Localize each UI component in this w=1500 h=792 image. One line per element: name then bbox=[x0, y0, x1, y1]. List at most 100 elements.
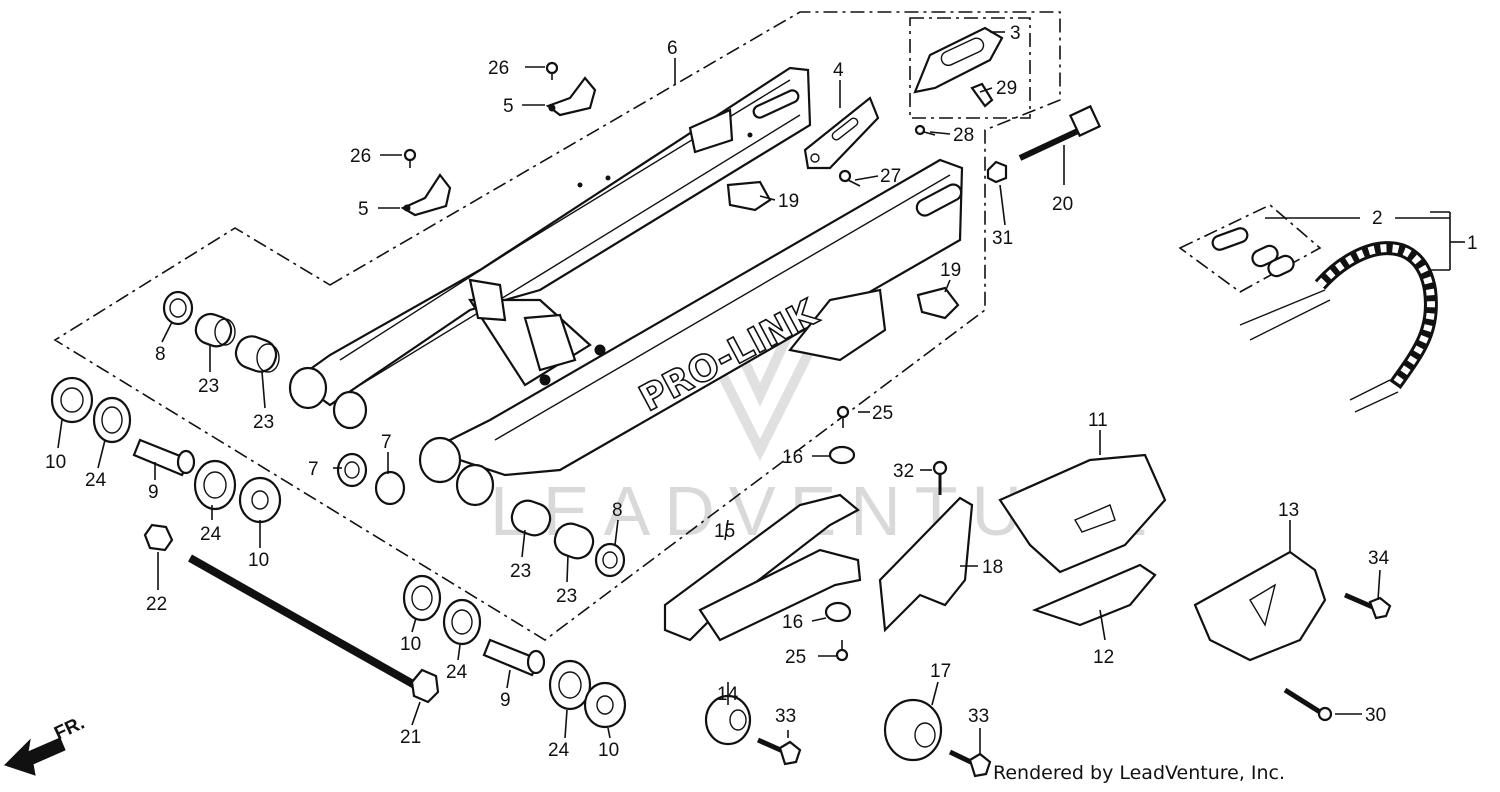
guide-plate-13 bbox=[1193, 550, 1327, 662]
bearing-23-b bbox=[234, 335, 280, 373]
callout-27: 27 bbox=[880, 166, 901, 187]
callout-31: 31 bbox=[992, 228, 1013, 249]
washer-16-upper bbox=[828, 445, 856, 465]
collar-9-right bbox=[482, 638, 546, 677]
group-outline-slider-plate bbox=[909, 17, 1031, 119]
bearing-24-left-lower bbox=[193, 459, 237, 511]
swingarm bbox=[288, 66, 964, 507]
callout-5-upper: 5 bbox=[503, 96, 514, 117]
callout-22: 22 bbox=[146, 594, 167, 615]
callout-7-a: 7 bbox=[308, 459, 319, 480]
callout-13: 13 bbox=[1278, 500, 1299, 521]
bolt-27 bbox=[838, 169, 861, 187]
callout-4: 4 bbox=[833, 60, 844, 81]
callout-32: 32 bbox=[893, 461, 914, 482]
callout-16-upper: 16 bbox=[782, 447, 803, 468]
guide-5-upper bbox=[545, 76, 597, 117]
adjuster-plate-4 bbox=[803, 96, 880, 170]
bolt-33-right bbox=[948, 749, 992, 778]
callout-24-d: 24 bbox=[548, 740, 570, 761]
callout-25-lower: 25 bbox=[785, 647, 806, 668]
footer-credit: Rendered by LeadVenture, Inc. bbox=[993, 762, 1286, 784]
collar-7-b bbox=[374, 470, 406, 506]
leader-lines bbox=[57, 31, 1465, 755]
callout-7-b: 7 bbox=[381, 432, 392, 453]
pivot-bolt-21 bbox=[188, 554, 440, 704]
callout-10-a: 10 bbox=[45, 452, 66, 473]
callout-8-lower: 8 bbox=[612, 500, 623, 521]
collar-7-a bbox=[336, 452, 368, 488]
callout-17: 17 bbox=[930, 661, 951, 682]
callout-10-c: 10 bbox=[400, 634, 421, 655]
seal-10-left-upper bbox=[50, 376, 94, 424]
front-direction-arrow: FR. bbox=[4, 713, 88, 776]
bolt-34 bbox=[1344, 592, 1392, 620]
callout-14: 14 bbox=[717, 684, 739, 705]
bolt-26-upper bbox=[545, 61, 559, 80]
roller-17 bbox=[883, 698, 943, 762]
callout-2: 2 bbox=[1372, 208, 1383, 229]
callout-33-right: 33 bbox=[968, 706, 989, 727]
callout-6: 6 bbox=[667, 38, 678, 59]
seal-10-left-lower bbox=[238, 476, 282, 524]
callout-24-c: 24 bbox=[446, 662, 468, 683]
callout-30: 30 bbox=[1365, 705, 1386, 726]
callout-9-right: 9 bbox=[500, 690, 511, 711]
screw-28 bbox=[914, 124, 936, 136]
callout-19-upper: 19 bbox=[778, 191, 799, 212]
chain-guide-11 bbox=[998, 453, 1167, 574]
callout-23-c: 23 bbox=[510, 561, 531, 582]
callout-3: 3 bbox=[1010, 23, 1021, 44]
seal-8-upper bbox=[162, 290, 194, 326]
nut-31 bbox=[986, 160, 1008, 184]
callout-34: 34 bbox=[1368, 548, 1390, 569]
bolt-25-lower bbox=[835, 640, 849, 662]
bearing-24-right-upper bbox=[442, 598, 482, 646]
callout-1: 1 bbox=[1467, 233, 1478, 254]
seal-10-right-upper bbox=[402, 574, 442, 622]
callout-12: 12 bbox=[1093, 647, 1114, 668]
bearing-24-right-lower bbox=[548, 659, 592, 711]
callout-18: 18 bbox=[982, 557, 1003, 578]
callout-10-b: 10 bbox=[248, 550, 269, 571]
callout-16-lower: 16 bbox=[782, 612, 803, 633]
callout-26-upper: 26 bbox=[488, 58, 509, 79]
chain-slider-15 bbox=[663, 493, 862, 642]
callout-29: 29 bbox=[996, 78, 1017, 99]
callout-23-a: 23 bbox=[198, 376, 219, 397]
callout-8-upper: 8 bbox=[155, 344, 166, 365]
callout-24-b: 24 bbox=[200, 524, 222, 545]
seal-8-lower bbox=[594, 542, 626, 578]
group-outline-swingarm bbox=[53, 11, 1061, 641]
callout-25-upper: 25 bbox=[872, 403, 893, 424]
callout-28: 28 bbox=[953, 125, 974, 146]
bolt-33-left bbox=[756, 737, 802, 766]
master-link-2 bbox=[1211, 227, 1295, 278]
callout-19-lower: 19 bbox=[940, 260, 961, 281]
drive-chain-1 bbox=[1239, 241, 1438, 413]
bolt-30 bbox=[1283, 687, 1333, 722]
plate-18 bbox=[878, 496, 974, 633]
callout-23-d: 23 bbox=[556, 586, 577, 607]
bolt-26-lower bbox=[403, 148, 417, 168]
callout-9-left: 9 bbox=[148, 482, 159, 503]
guide-5-lower bbox=[400, 173, 452, 217]
callout-24-a: 24 bbox=[85, 470, 107, 491]
slider-plate-3 bbox=[913, 26, 1004, 94]
nut-22 bbox=[143, 523, 174, 552]
slider-block-19-upper bbox=[726, 180, 772, 212]
group-outline-chain-joint bbox=[1178, 204, 1322, 293]
bearing-24-left-upper bbox=[92, 396, 132, 444]
callout-26-lower: 26 bbox=[350, 146, 371, 167]
bolt-25-upper bbox=[836, 405, 850, 428]
bolt-32 bbox=[932, 460, 948, 495]
washer-16-lower bbox=[824, 601, 852, 623]
bearing-23-c bbox=[510, 499, 552, 537]
callout-20: 20 bbox=[1052, 194, 1073, 215]
callout-10-d: 10 bbox=[598, 740, 619, 761]
callout-15: 15 bbox=[714, 521, 735, 542]
callout-21: 21 bbox=[400, 727, 421, 748]
callout-33-left: 33 bbox=[775, 706, 796, 727]
slider-block-19-lower bbox=[916, 286, 960, 320]
